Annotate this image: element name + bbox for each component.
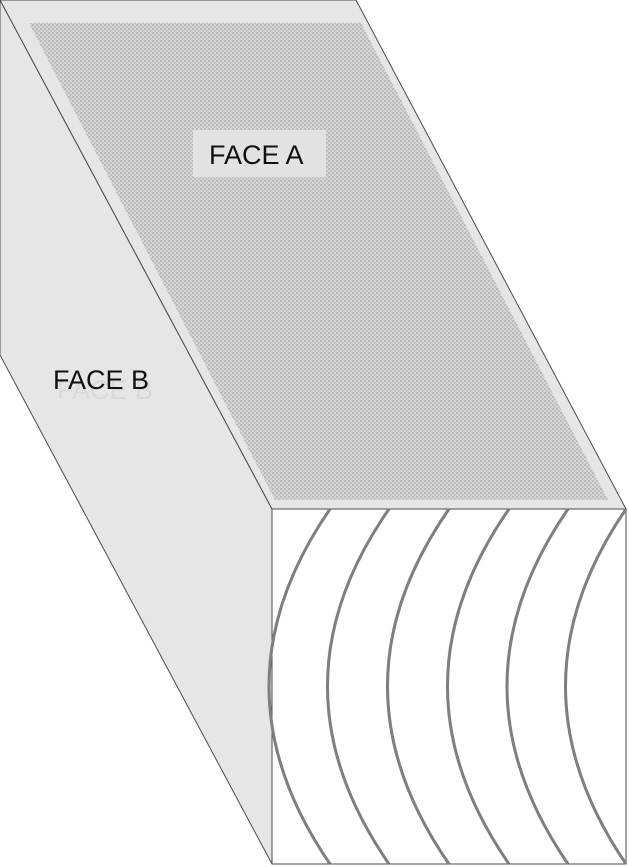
face-a-texture — [29, 23, 608, 500]
face-b-label-shadow: FACE B — [57, 375, 153, 405]
growth-rings — [267, 508, 628, 865]
growth-ring — [386, 508, 451, 865]
face-a-label-background — [193, 130, 326, 177]
growth-ring — [564, 508, 628, 865]
growth-ring — [267, 508, 332, 865]
growth-ring — [505, 508, 570, 865]
face-b-label: FACE B — [53, 365, 149, 395]
growth-ring — [326, 508, 391, 865]
growth-ring — [446, 508, 511, 865]
face-a-label: FACE A — [209, 140, 304, 170]
